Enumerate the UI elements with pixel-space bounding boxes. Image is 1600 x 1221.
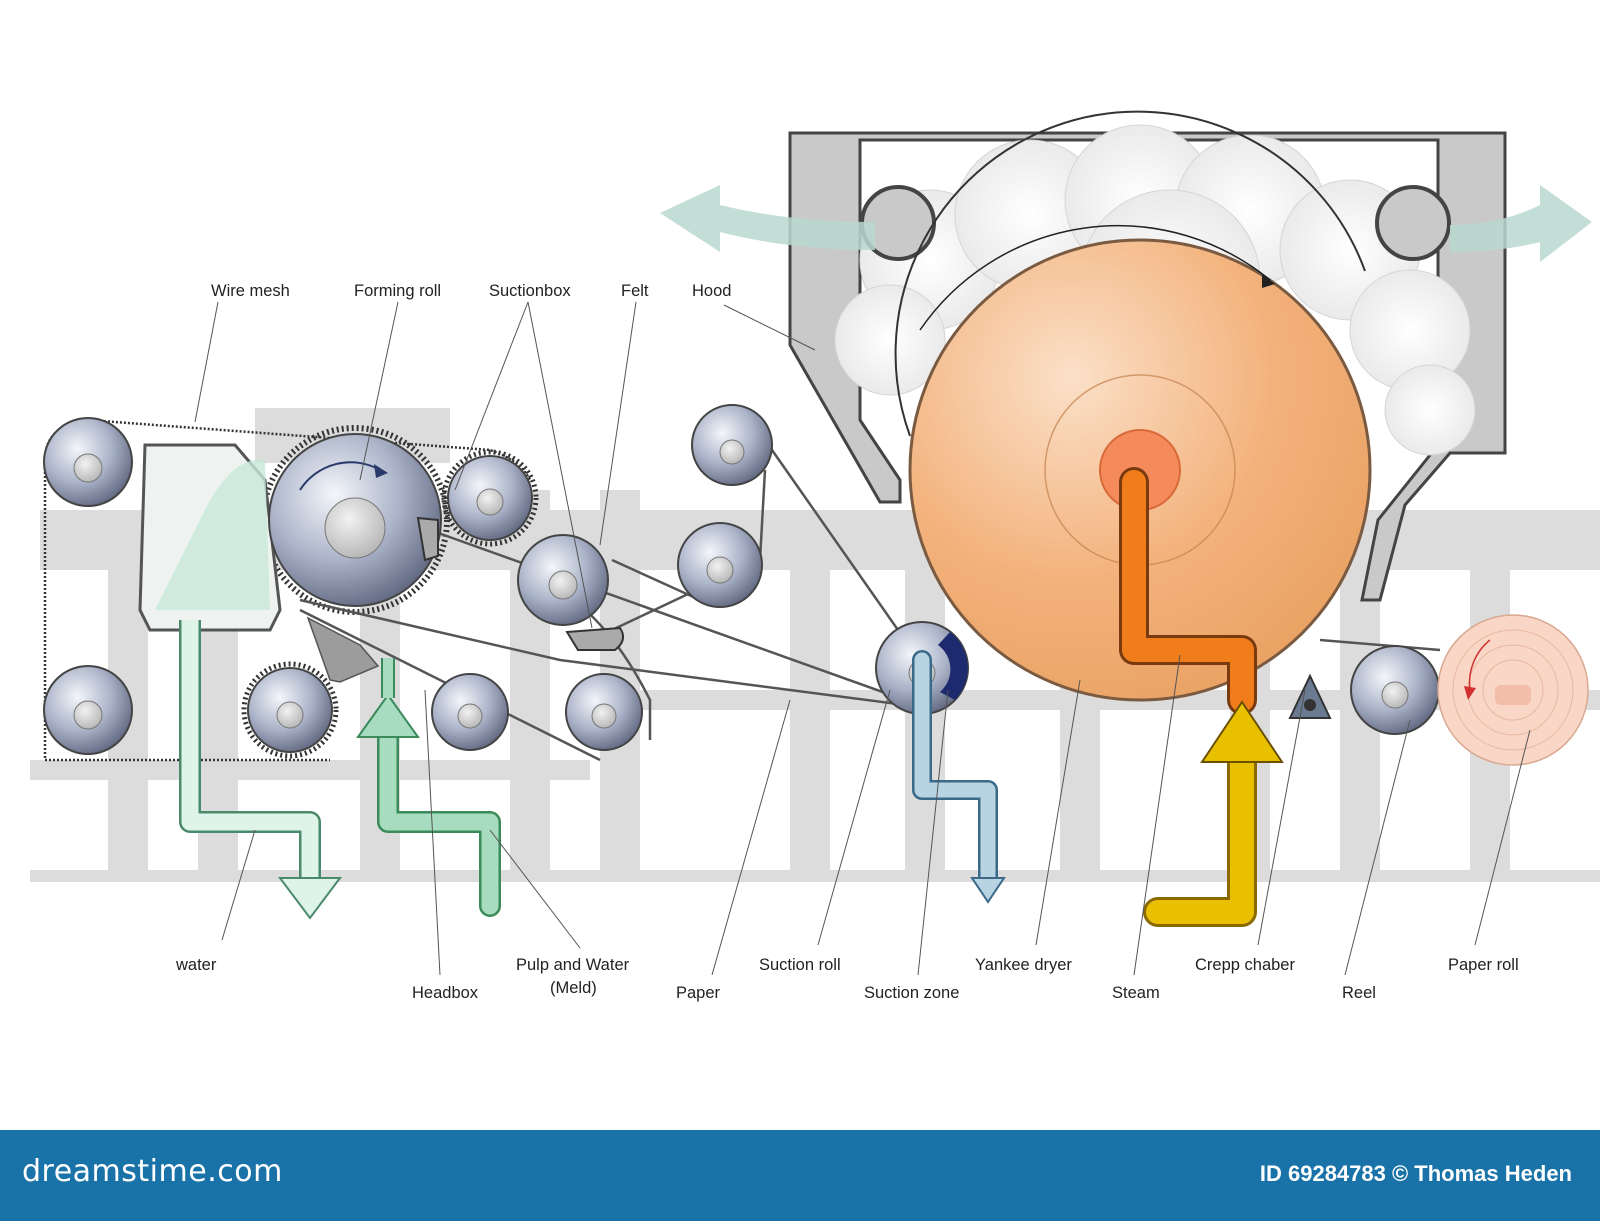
suction-arrow — [970, 877, 1006, 904]
label-water: water — [175, 956, 217, 974]
steam-inlet — [1143, 725, 1257, 927]
label-meld: (Meld) — [550, 979, 597, 997]
labels: Wire mesh Forming roll Suctionbox Felt H… — [175, 282, 1519, 1002]
label-suction-zone: Suction zone — [864, 984, 959, 1002]
suctionbox-1 — [416, 516, 439, 562]
label-crepp-chaber: Crepp chaber — [1195, 956, 1295, 974]
steam-inlet-arrow — [1200, 700, 1284, 763]
label-pulp-and-water: Pulp and Water — [516, 956, 630, 974]
reel — [1350, 645, 1440, 735]
water-arrow — [278, 877, 342, 920]
label-paper-roll: Paper roll — [1448, 956, 1519, 974]
forming-roll — [268, 433, 442, 607]
label-suctionbox: Suctionbox — [489, 282, 571, 300]
footer-bar: dreamstime.com ID 69284783 © Thomas Hede… — [0, 1130, 1600, 1221]
pulp-arrow — [356, 693, 420, 738]
roll-bottom-4 — [565, 673, 643, 751]
rotation-arrow — [919, 224, 1271, 331]
headbox-tank — [138, 443, 282, 632]
label-forming-roll: Forming roll — [354, 282, 441, 300]
footer-logo: dreamstime.com — [22, 1154, 283, 1189]
label-suction-roll: Suction roll — [759, 956, 841, 974]
roll-bottom-3 — [431, 673, 509, 751]
leader-lines — [194, 301, 1531, 976]
suctionbox-2 — [565, 626, 625, 651]
roll-suctionbox-top — [447, 455, 533, 541]
footer-credit: ID 69284783 © Thomas Heden — [1259, 1161, 1572, 1186]
diagram-svg: Wire mesh Forming roll Suctionbox Felt H… — [30, 110, 1600, 1002]
hood-port-right — [1375, 185, 1451, 261]
exhaust-arrow-right — [1450, 185, 1592, 262]
roll-felt-1 — [691, 404, 773, 486]
label-yankee-dryer: Yankee dryer — [975, 956, 1072, 974]
label-paper: Paper — [676, 984, 721, 1002]
roll-bottom-2 — [247, 667, 333, 753]
roll-top-left — [43, 417, 133, 507]
roll-felt-2 — [677, 522, 763, 608]
roll-felt-3 — [517, 534, 609, 626]
exhaust-arrow-left — [660, 185, 875, 252]
roll-bottom-left — [43, 665, 133, 755]
label-hood: Hood — [692, 282, 731, 300]
label-felt: Felt — [621, 282, 649, 300]
label-wire-mesh: Wire mesh — [211, 282, 290, 300]
wire-mesh-loop — [43, 418, 532, 762]
label-steam: Steam — [1112, 984, 1160, 1002]
label-reel: Reel — [1342, 984, 1376, 1002]
paper-roll — [1437, 614, 1589, 766]
crepp-chaber — [1288, 673, 1332, 719]
label-headbox: Headbox — [412, 984, 479, 1002]
headbox — [306, 616, 380, 683]
rotation-arrowhead — [1262, 274, 1275, 288]
